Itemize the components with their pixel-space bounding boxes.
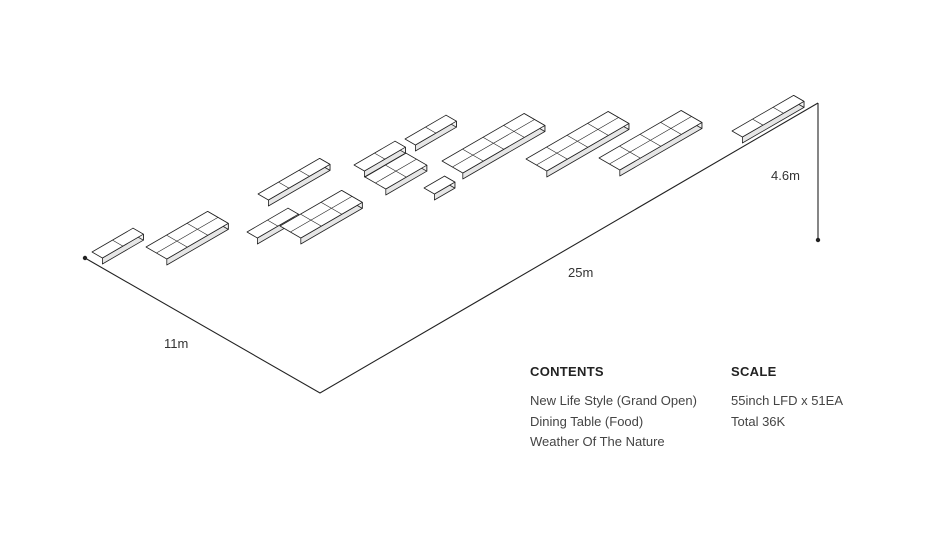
lfd-panel-group bbox=[353, 140, 406, 178]
panel-seam bbox=[536, 117, 619, 166]
contents-item: Dining Table (Food) bbox=[530, 413, 644, 429]
scale-item: Total 36K bbox=[731, 413, 786, 429]
floor-outline bbox=[84, 102, 819, 394]
contents-section: CONTENTS New Life Style (Grand Open) Din… bbox=[530, 364, 697, 453]
lfd-panel-group bbox=[731, 95, 805, 144]
panel-seam bbox=[112, 239, 124, 247]
panel-seam bbox=[375, 158, 417, 184]
panel-seam bbox=[374, 152, 386, 160]
floor-edge bbox=[84, 102, 819, 394]
lfd-panel-group bbox=[525, 111, 630, 178]
panel-top bbox=[257, 157, 331, 201]
lfd-panel-group bbox=[279, 189, 363, 245]
width-label: 25m bbox=[568, 265, 593, 280]
contents-item: Weather Of The Nature bbox=[530, 434, 665, 449]
panel-top bbox=[731, 95, 805, 138]
panel-seam bbox=[425, 126, 437, 134]
lfd-panel-group bbox=[423, 175, 456, 201]
panel-seam bbox=[298, 169, 310, 177]
panel-seam bbox=[290, 196, 353, 233]
lfd-panel-group bbox=[441, 113, 546, 180]
corner-point-left bbox=[82, 255, 88, 261]
panel-seam bbox=[752, 118, 764, 126]
panel-seam bbox=[156, 217, 219, 254]
depth-label: 11m bbox=[164, 336, 188, 351]
height-label: 4.6m bbox=[771, 168, 800, 183]
corner-point-bottom bbox=[815, 237, 821, 243]
scale-heading: SCALE bbox=[731, 364, 777, 379]
lfd-panel-group bbox=[145, 210, 229, 266]
panel-seam bbox=[772, 106, 784, 114]
panel-seam bbox=[278, 181, 290, 189]
lfd-panel-group bbox=[364, 152, 428, 196]
panel-seam bbox=[609, 116, 692, 165]
contents-item: New Life Style (Grand Open) bbox=[530, 393, 697, 408]
lfd-panel-group bbox=[598, 110, 703, 177]
lfd-panel-group bbox=[257, 157, 331, 207]
scale-item: 55inch LFD x 51EA bbox=[731, 393, 844, 408]
contents-heading: CONTENTS bbox=[530, 364, 604, 379]
scale-section: SCALE 55inch LFD x 51EA Total 36K bbox=[731, 364, 843, 432]
lfd-panel-group bbox=[91, 227, 144, 265]
lfd-panel-groups bbox=[91, 95, 805, 266]
panel-seam bbox=[452, 119, 535, 168]
panel-top bbox=[423, 175, 456, 195]
panel-seam bbox=[267, 219, 279, 227]
lfd-panel-group bbox=[404, 114, 457, 152]
